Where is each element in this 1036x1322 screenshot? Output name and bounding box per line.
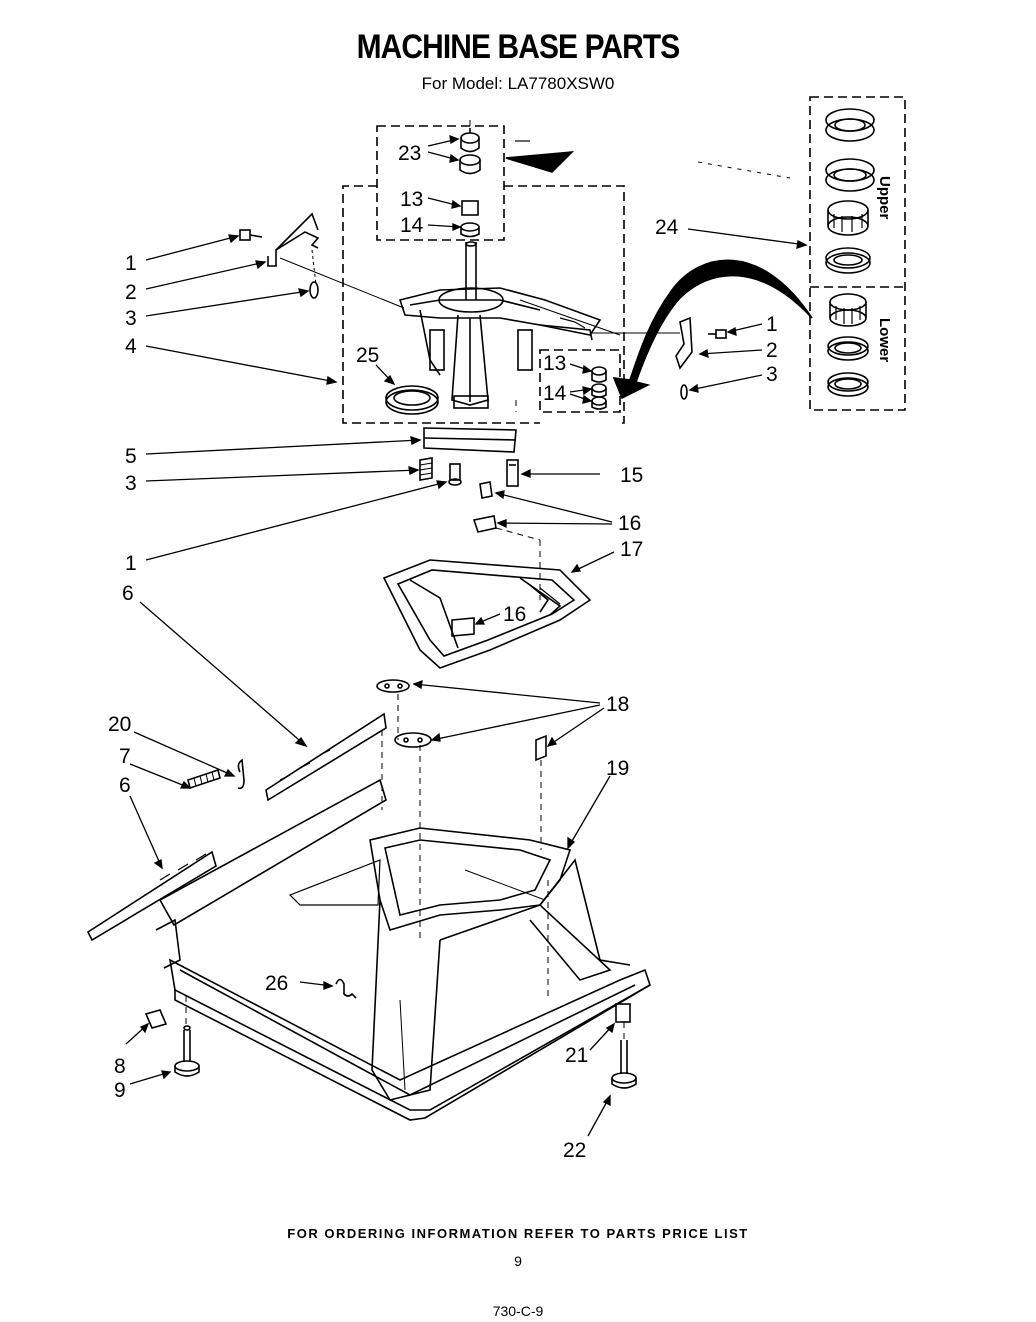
part-18-pad-top [376, 679, 410, 693]
callout-6-lower: 6 [119, 774, 131, 797]
callout-25: 25 [356, 344, 379, 367]
part-9-leveling-leg-left [174, 1025, 200, 1077]
part-21-spacer [615, 1003, 631, 1023]
callout-22: 22 [563, 1139, 586, 1162]
part-18-pad-mid [394, 732, 432, 748]
part-6-rail-upper [265, 712, 387, 802]
callout-5: 5 [125, 445, 137, 468]
bearing-upper-1 [825, 108, 875, 142]
callout-2-left: 2 [125, 281, 137, 304]
callout-14-top: 14 [400, 214, 424, 237]
part-2-bracket-right [675, 316, 693, 370]
callout-16-top: 16 [618, 512, 641, 535]
part-1-bolt-center [448, 463, 462, 486]
bearing-lower-label: Lower [876, 318, 893, 362]
bearing-curved-arrow [612, 259, 813, 400]
part-14-washer [460, 222, 480, 238]
leader-lines [125, 135, 808, 1137]
callout-23: 23 [398, 142, 421, 165]
page-number: 9 [514, 1253, 522, 1269]
callout-17: 17 [620, 538, 643, 561]
part-16-pad-a [479, 481, 493, 499]
callout-20: 20 [108, 713, 131, 736]
part-18-pad-right [535, 734, 547, 762]
callout-3-left: 3 [125, 307, 137, 330]
bearing-lower-2 [827, 336, 869, 361]
part-7-spring [187, 768, 221, 790]
dashed-box-main [342, 185, 625, 424]
part-22-leveling-leg-right [611, 1040, 637, 1089]
callout-4: 4 [125, 335, 137, 358]
part-23-nut-lower [459, 154, 481, 175]
part-1-bolt-right [708, 329, 727, 339]
callout-14-mid: 14 [543, 382, 567, 405]
bearing-lower-3 [827, 372, 869, 397]
callout-19: 19 [606, 757, 629, 780]
part-15-pin [506, 459, 519, 487]
part-23-nut-upper [460, 128, 480, 153]
model-subtitle: For Model: LA7780XSW0 [421, 74, 615, 93]
part-13-spacer-kit2 [591, 366, 607, 383]
bearing-upper-3 [827, 200, 869, 236]
part-13-spacer [461, 200, 479, 216]
part-16-pad-c [451, 617, 475, 637]
part-3-spring-center [419, 457, 433, 481]
callout-7: 7 [119, 745, 131, 768]
bearing-upper-2 [825, 158, 875, 192]
assembly-guide-lines [185, 120, 625, 1040]
page-title: MACHINE BASE PARTS [356, 28, 681, 66]
kit-pointer-arrow [505, 151, 575, 173]
part-8-spacer [144, 1009, 168, 1029]
part-5-support-plate [423, 427, 517, 453]
callout-13-top: 13 [400, 188, 423, 211]
part-14-washer-kit2 [591, 383, 607, 410]
part-2-bracket-left [267, 212, 320, 267]
callout-labels: 23 13 14 24 1 2 3 4 25 13 14 1 2 3 5 3 1… [108, 142, 893, 1162]
bearing-upper-label: Upper [876, 176, 893, 220]
bearing-lower-1 [829, 293, 867, 327]
part-3-spring-right [680, 384, 688, 400]
part-4-gearcase-assembly [398, 241, 621, 409]
part-19-base-frame [155, 778, 651, 1121]
part-20-hook [237, 758, 245, 790]
bearing-upper-4 [825, 247, 871, 274]
callout-13-mid: 13 [543, 352, 566, 375]
part-6-rail-lower [86, 850, 217, 942]
callout-26: 26 [265, 972, 288, 995]
dashed-box-mid-kit [539, 349, 621, 413]
dashed-box-top-kit [376, 125, 505, 241]
callout-1-center: 1 [125, 552, 137, 575]
callout-18: 18 [606, 693, 629, 716]
part-3-spring-left [309, 281, 319, 299]
callout-1-right: 1 [766, 313, 778, 336]
part-1-bolt-left [239, 229, 263, 241]
document-code: 730-C-9 [492, 1303, 544, 1319]
callout-6-upper: 6 [122, 582, 134, 605]
callout-2-right: 2 [766, 339, 778, 362]
ordering-footer-note: FOR ORDERING INFORMATION REFER TO PARTS … [287, 1226, 749, 1241]
callout-16-lower: 16 [503, 603, 526, 626]
part-25-seal [385, 385, 439, 415]
part-26-clip [335, 978, 357, 999]
callout-8: 8 [114, 1055, 126, 1078]
callout-3-right: 3 [766, 363, 778, 386]
part-16-pad-b [472, 515, 497, 533]
dashed-box-bearing-kit [809, 96, 906, 411]
callout-1-left: 1 [125, 252, 137, 275]
part-17-suspension-frame [382, 559, 592, 669]
callout-9: 9 [114, 1079, 126, 1102]
callout-21: 21 [565, 1044, 588, 1067]
callout-24: 24 [655, 216, 679, 239]
callout-15: 15 [620, 464, 643, 487]
callout-3-center: 3 [125, 472, 137, 495]
